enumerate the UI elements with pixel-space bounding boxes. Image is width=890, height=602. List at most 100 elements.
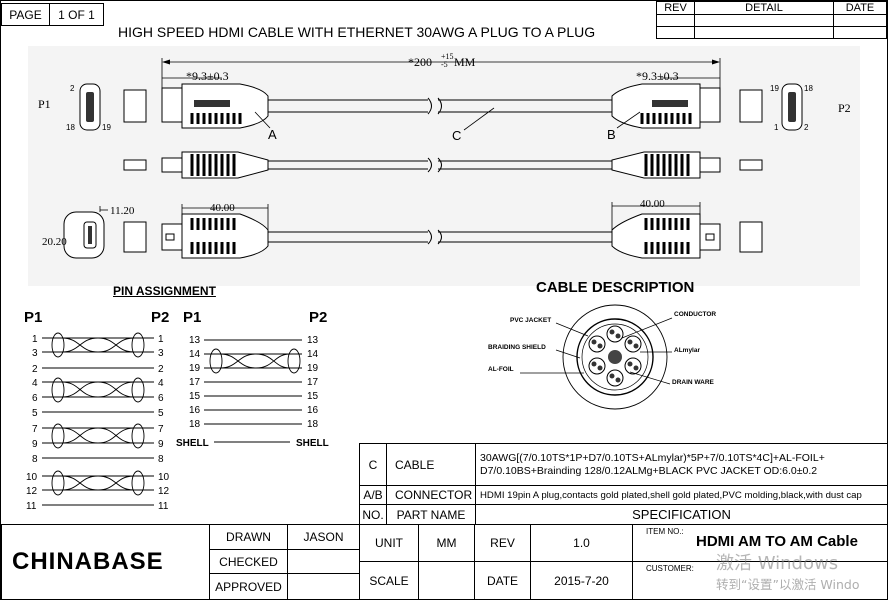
p2-pin-18: 18 (804, 84, 813, 93)
drawn-value: JASON (303, 530, 344, 544)
twisted-pair-4 (42, 470, 154, 506)
pair4-top-right: 10 (158, 472, 170, 483)
right-pin-13-right: 13 (307, 335, 319, 346)
drawn-label: DRAWN (226, 530, 271, 544)
right-pin-lines (204, 339, 302, 443)
pair1-ground-left: 2 (32, 364, 38, 375)
item-no-label: ITEM NO.: (646, 527, 684, 536)
spec-cable-no: C (368, 457, 378, 472)
activation-watermark-title: 激活 Windows (716, 553, 839, 574)
revision-row-2 (656, 26, 887, 39)
pair1-top-right: 1 (158, 334, 164, 345)
date-value-cell: 2015-7-20 (530, 561, 633, 600)
p2-pin-2: 2 (804, 123, 809, 132)
company-cell: CHINABASE (1, 524, 210, 600)
label-almylar: ALmylar (674, 347, 700, 354)
shell-left: SHELL (176, 438, 209, 449)
pair4-bottom-right: 12 (158, 486, 170, 497)
scale-label: SCALE (369, 573, 409, 588)
pin-assignment-diagram: 1 1 3 3 2 2 4 4 6 6 5 5 7 7 9 9 8 8 10 1… (26, 332, 329, 512)
date-value: 2015-7-20 (554, 573, 609, 588)
rev-column-label: REV (664, 2, 687, 14)
approved-value-cell (287, 573, 360, 600)
date-column-label: DATE (845, 2, 875, 14)
scale-label-cell: SCALE (359, 561, 419, 600)
right-pin-16-right: 16 (307, 405, 319, 416)
pair2-bottom-right: 6 (158, 393, 164, 404)
p2-label: P2 (838, 101, 851, 115)
pair2-ground-left: 5 (32, 408, 38, 419)
pin-p2-right: P2 (309, 309, 328, 326)
spec-cable-text: 30AWG[(7/0.10TS*1P+D7/0.10TS+ALmylar)*5P… (480, 451, 825, 477)
pair2-top-right: 4 (158, 378, 164, 389)
unit-value-cell: MM (418, 524, 475, 562)
revision-divider-2 (833, 14, 834, 39)
approved-label-cell: APPROVED (209, 573, 288, 600)
height-dimension: 20.20 (42, 236, 67, 248)
spec-header-part: PART NAME (386, 504, 476, 525)
pair3-bottom-right: 9 (158, 439, 164, 450)
p1-pin-19: 19 (102, 123, 111, 132)
rev-value-cell: 1.0 (530, 524, 633, 562)
spec-header-no: NO. (359, 504, 387, 525)
right-plug-logo (652, 100, 688, 107)
left-plug-tip (161, 87, 183, 123)
right-pin-14-left: 14 (189, 349, 201, 360)
plug-length-right: *9.3±0.3 (636, 69, 679, 83)
right-pin-19-left: 19 (189, 363, 201, 374)
date-column-header: DATE (833, 1, 887, 15)
pin-p1-right: P1 (183, 309, 202, 326)
spec-connector-no: A/B (363, 488, 383, 502)
spec-connector-text: HDMI 19pin A plug,contacts gold plated,s… (480, 489, 862, 501)
pair4-top-left: 10 (26, 472, 38, 483)
shell-right: SHELL (296, 438, 329, 449)
length-tol-plus: +15 (441, 52, 454, 61)
checked-label-cell: CHECKED (209, 549, 288, 574)
pair4-ground-left: 11 (26, 501, 37, 512)
mold-length-right: 40.00 (640, 198, 665, 210)
pair3-top-right: 7 (158, 424, 164, 435)
p1-socket-pins (86, 92, 94, 122)
spec-header-spec-label: SPECIFICATION (632, 507, 731, 522)
callout-a: A (268, 127, 277, 142)
date-label-cell: DATE (474, 561, 531, 600)
unit-value: MM (436, 536, 457, 550)
page-value-cell: 1 OF 1 (49, 3, 104, 26)
pair1-ground-right: 2 (158, 364, 164, 375)
spec-header-no-label: NO. (362, 507, 384, 522)
length-dimension: *200 (408, 55, 432, 69)
spec-row-cable-part: CABLE (386, 443, 476, 486)
length-unit: MM (454, 55, 476, 69)
p1-label: P1 (38, 97, 51, 111)
left-dust-cap (123, 89, 147, 123)
unit-label-cell: UNIT (359, 524, 419, 562)
page-label-cell: PAGE (1, 3, 50, 26)
detail-column-label: DETAIL (745, 2, 783, 14)
rev-label-cell: REV (474, 524, 531, 562)
scale-value-cell (418, 561, 475, 600)
right-pin-16-left: 16 (189, 405, 201, 416)
spec-row-connector-part: CONNECTOR (386, 485, 476, 505)
cable-description-title: CABLE DESCRIPTION (536, 279, 695, 296)
pair2-top-left: 4 (32, 378, 38, 389)
pair3-ground-right: 8 (158, 454, 164, 465)
label-pvc-jacket: PVC JACKET (510, 317, 551, 324)
rev-label: REV (490, 536, 515, 550)
item-no-value: HDMI AM TO AM Cable (696, 533, 858, 550)
p1-pin-2: 2 (70, 84, 75, 93)
right-pin-15-right: 15 (307, 391, 319, 402)
right-pin-14-right: 14 (307, 349, 319, 360)
twisted-pair-3 (42, 423, 154, 459)
right-pin-18-right: 18 (307, 419, 319, 430)
plug-length-left: *9.3±0.3 (186, 69, 229, 83)
label-conductor: CONDUCTOR (674, 311, 716, 318)
cable-cross-section: PVC JACKET BRAIDING SHIELD AL-FOIL CONDU… (488, 304, 716, 410)
page-label: PAGE (9, 7, 42, 22)
spec-row-connector-no: A/B (359, 485, 387, 505)
label-drain-ware: DRAIN WARE (672, 379, 715, 386)
revision-divider-1 (694, 14, 695, 39)
twisted-pair-2 (42, 377, 154, 413)
cable-drawing: *200 +15 -5 MM *9.3±0.3 *9.3±0.3 P1 2 18… (28, 46, 860, 286)
date-label: DATE (486, 573, 519, 588)
pair3-top-left: 7 (32, 424, 38, 435)
